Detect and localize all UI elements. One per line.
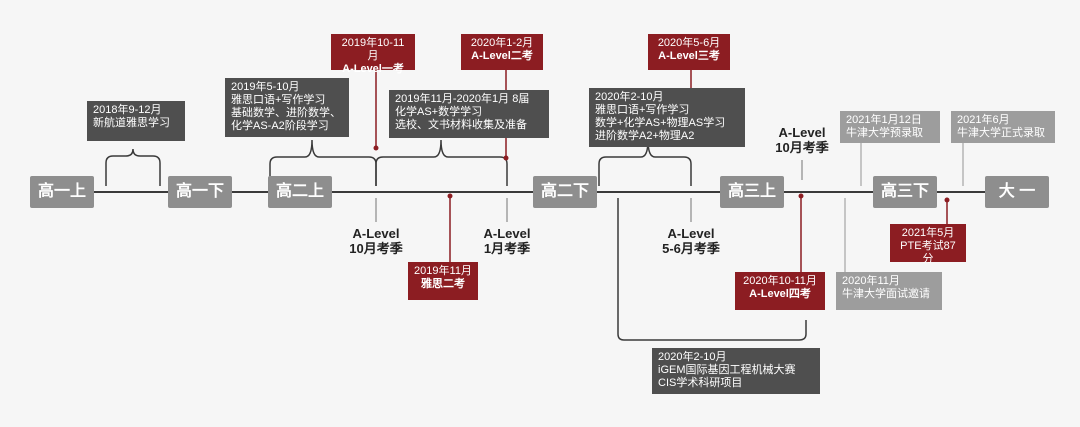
event-date: 2021年1月12日 [846, 114, 922, 126]
season-line: A-Level [667, 226, 715, 241]
event-text: A-Level一考 [342, 63, 404, 75]
event-box-ielts-second: 2019年11月 雅思二考 [408, 262, 478, 300]
event-text: A-Level二考 [471, 50, 533, 62]
event-text: A-Level四考 [749, 288, 811, 300]
event-date: 2020年10-11月 [743, 275, 817, 287]
event-date: 2020年11月 [842, 275, 900, 287]
event-date: 2020年5-6月 [657, 37, 721, 49]
event-date: 2018年9-12月 [93, 104, 162, 116]
event-text: 数学+化学AS+物理AS学习 [595, 117, 726, 129]
stage-grade11-second: 高二下 [533, 176, 597, 208]
stage-grade10-second: 高一下 [168, 176, 232, 208]
event-box-alevel-second: 2020年1-2月 A-Level二考 [461, 34, 543, 70]
event-date: 2019年5-10月 [231, 81, 300, 93]
event-text: 雅思口语+写作学习 [595, 104, 690, 116]
event-box-oxford-final: 2021年6月 牛津大学正式录取 [951, 111, 1055, 143]
event-box-alevel-first: 2019年10-11月 A-Level一考 [331, 34, 415, 75]
event-box-igem: 2020年2-10月 iGEM国际基因工程机械大赛 CIS学术科研项目 [652, 348, 820, 394]
event-text: 雅思二考 [421, 278, 465, 290]
event-box-alevel-third: 2020年5-6月 A-Level三考 [648, 34, 730, 70]
stage-grade10-first: 高一上 [30, 176, 94, 208]
event-text: 进阶数学A2+物理A2 [595, 130, 695, 142]
event-date: 2020年1-2月 [470, 37, 534, 49]
event-text: 牛津大学预录取 [846, 127, 923, 139]
event-text: 牛津大学正式录取 [957, 127, 1045, 139]
season-line: 1月考季 [483, 241, 531, 256]
event-box-study-2020: 2020年2-10月 雅思口语+写作学习 数学+化学AS+物理AS学习 进阶数学… [589, 88, 745, 147]
event-text: 基础数学、进阶数学、 [231, 107, 341, 119]
event-box-oxford-pre: 2021年1月12日 牛津大学预录取 [840, 111, 940, 143]
event-date: 2021年5月 [901, 227, 955, 239]
season-line: A-Level [352, 226, 400, 241]
event-text: iGEM国际基因工程机械大赛 [658, 364, 796, 376]
event-text: 牛津大学面试邀请 [842, 288, 930, 300]
season-label-oct-2020: A-Level 10月考季 [762, 125, 842, 155]
event-text: PTE考试87分 [900, 240, 956, 265]
event-date: 2020年2-10月 [595, 91, 664, 103]
event-text: A-Level三考 [658, 50, 720, 62]
season-label-jan: A-Level 1月考季 [467, 226, 547, 256]
event-date: 2019年10-11月 [341, 37, 405, 62]
event-box-oxford-interview: 2020年11月 牛津大学面试邀请 [836, 272, 942, 310]
event-box-pte: 2021年5月 PTE考试87分 [890, 224, 966, 265]
event-box-ielts-new: 2018年9-12月 新航道雅思学习 [87, 101, 185, 141]
event-box-spoken-2019: 2019年5-10月 雅思口语+写作学习 基础数学、进阶数学、 化学AS-A2阶… [225, 78, 349, 137]
event-text: 选校、文书材料收集及准备 [395, 119, 527, 131]
event-text: 雅思口语+写作学习 [231, 94, 326, 106]
stage-grade12-first: 高三上 [720, 176, 784, 208]
season-line: A-Level [483, 226, 531, 241]
stage-grade12-second: 高三下 [873, 176, 937, 208]
event-date: 2020年2-10月 [658, 351, 727, 363]
event-date: 2019年11月 [414, 265, 472, 277]
season-line: 10月考季 [349, 241, 403, 256]
event-box-study-2019-11: 2019年11月-2020年1月 8届 化学AS+数学学习 选校、文书材料收集及… [389, 90, 549, 138]
event-text: 化学AS-A2阶段学习 [231, 120, 329, 132]
season-line: A-Level [778, 125, 826, 140]
event-text: CIS学术科研项目 [658, 377, 743, 389]
event-date: 2019年11月-2020年1月 8届 [395, 93, 530, 105]
event-text: 新航道雅思学习 [93, 117, 170, 129]
stage-university-first: 大 一 [985, 176, 1049, 208]
event-date: 2021年6月 [957, 114, 1010, 126]
season-line: 10月考季 [775, 140, 829, 155]
event-text: 化学AS+数学学习 [395, 106, 483, 118]
stage-grade11-first: 高二上 [268, 176, 332, 208]
event-box-alevel-fourth: 2020年10-11月 A-Level四考 [735, 272, 825, 310]
season-line: 5-6月考季 [662, 241, 720, 256]
season-label-may-jun: A-Level 5-6月考季 [646, 226, 736, 256]
season-label-oct-2019: A-Level 10月考季 [336, 226, 416, 256]
